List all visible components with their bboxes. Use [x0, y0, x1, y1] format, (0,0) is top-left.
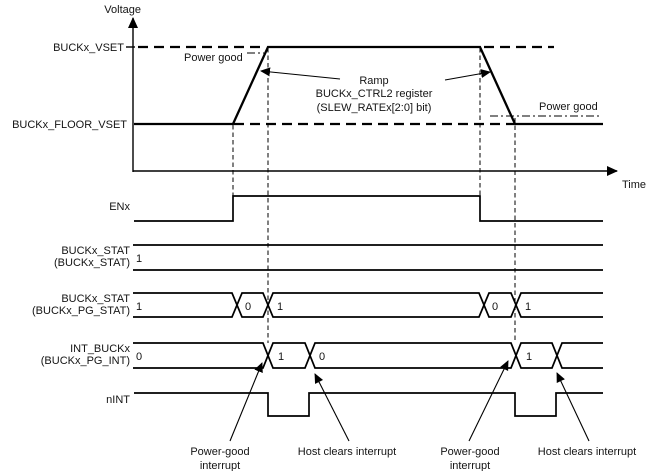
host-clears-interrupt-2-arrow [556, 372, 590, 442]
int-buckx-bus [133, 342, 603, 369]
buckx-pg-stat-bus-top [133, 292, 603, 318]
buckx-pg-stat-value-3: 1 [525, 301, 531, 313]
buckx-pg-stat-bus-bottom [133, 292, 603, 318]
int-buckx-value-1: 0 [319, 351, 325, 363]
int-buckx-label: INT_BUCKx [70, 343, 130, 355]
buckx-pg-stat-register: (BUCKx_PG_STAT) [32, 305, 130, 317]
ramp-annotation [260, 67, 491, 81]
ramp-note-line2: BUCKx_CTRL2 register [316, 88, 433, 100]
power-good-interrupt-1-line2: interrupt [200, 460, 240, 471]
host-clears-interrupt-1-label: Host clears interrupt [298, 446, 396, 458]
int-buckx-value-0: 1 [278, 351, 284, 363]
buckx-pg-stat-value-2: 0 [492, 301, 498, 313]
buckx-stat-register: (BUCKx_STAT) [54, 257, 130, 269]
int-buckx-initial-value: 0 [136, 351, 142, 363]
power-good-interrupt-1-arrow [229, 362, 263, 442]
power-good-rise-label: Power good [184, 52, 243, 64]
vset-level-label: BUCKx_VSET [53, 42, 124, 54]
power-good-interrupt-1-line1: Power-good [190, 446, 249, 458]
floor-level-label: BUCKx_FLOOR_VSET [12, 119, 127, 131]
buckx-pg-stat-label: BUCKx_STAT [61, 293, 130, 305]
buckx-stat-bus [133, 244, 603, 271]
buckx-pg-stat-value-0: 0 [245, 301, 251, 313]
voltage-axis [126, 17, 618, 176]
ramp-arrow-left [260, 67, 341, 80]
buckx-pg-stat-value-1: 1 [277, 301, 283, 313]
enx-label: ENx [109, 201, 130, 213]
int-buckx-bus-top [133, 342, 603, 369]
annotation-arrows [229, 360, 590, 442]
buckx-stat-label: BUCKx_STAT [61, 245, 130, 257]
buckx-pg-stat-bus [133, 292, 603, 318]
ramp-note-line3: (SLEW_RATEx[2:0] bit) [317, 102, 432, 114]
nint-label: nINT [106, 394, 130, 406]
int-buckx-bus-bottom [133, 342, 603, 369]
buckx-pg-stat-initial-value: 1 [136, 301, 142, 313]
power-good-fall-label: Power good [539, 101, 598, 113]
host-clears-interrupt-2-label: Host clears interrupt [538, 446, 636, 458]
time-axis-label: Time [622, 179, 646, 191]
ramp-arrow-right [444, 69, 491, 81]
output-voltage-trace [134, 45, 603, 126]
buck-output-waveform [134, 45, 603, 126]
ramp-note-line1: Ramp [359, 75, 388, 87]
nint-trace [134, 392, 603, 417]
enx-trace [134, 195, 603, 222]
voltage-axis-label: Voltage [104, 4, 141, 16]
host-clears-interrupt-1-arrow [314, 373, 350, 442]
power-good-interrupt-2-arrow [468, 360, 509, 442]
int-buckx-value-2: 1 [526, 351, 532, 363]
power-good-interrupt-2-line2: interrupt [450, 460, 490, 471]
int-buckx-register: (BUCKx_PG_INT) [41, 355, 130, 367]
buckx-stat-value: 1 [136, 253, 142, 265]
power-good-interrupt-2-line1: Power-good [440, 446, 499, 458]
